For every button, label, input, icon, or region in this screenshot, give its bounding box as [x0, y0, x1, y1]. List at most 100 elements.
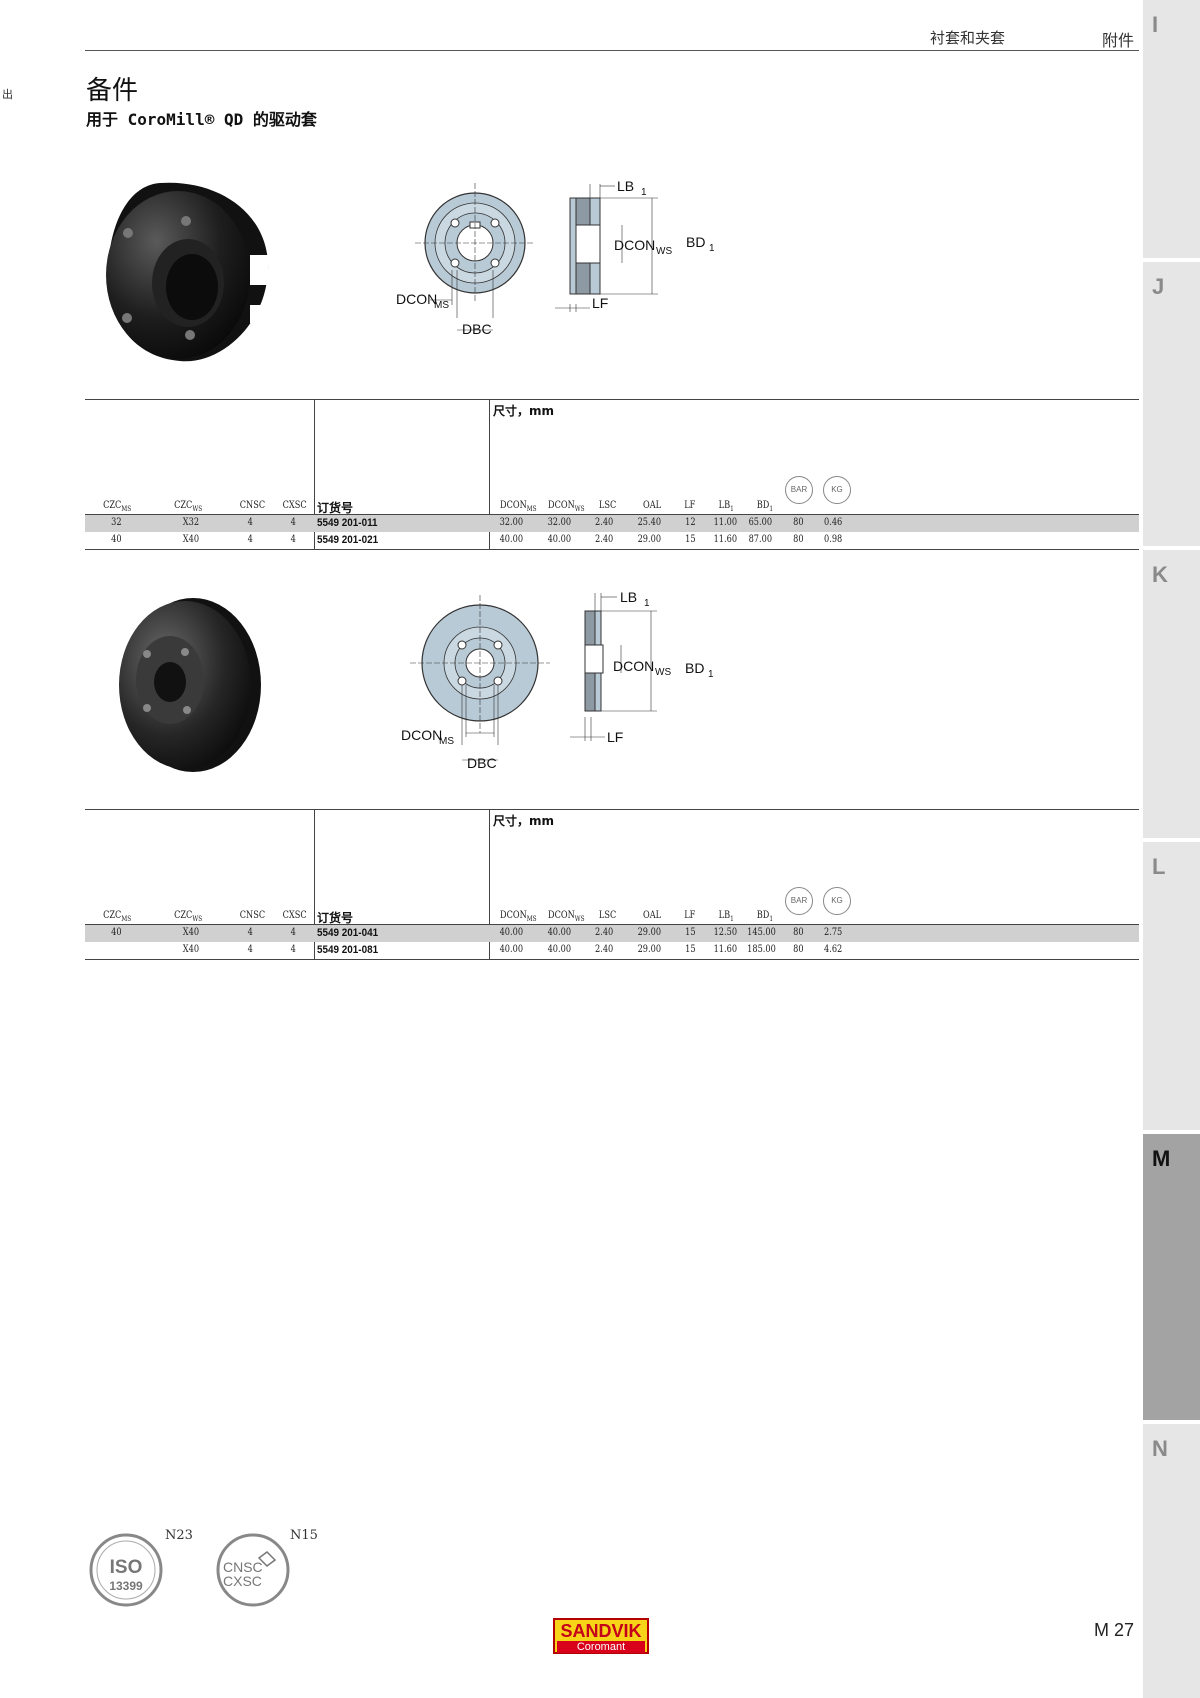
- cell-cnsc: 4: [247, 534, 253, 545]
- dimensions-title: 尺寸，mm: [493, 404, 555, 418]
- col-lsc: LSC: [598, 910, 617, 921]
- tab-label: M: [1152, 1146, 1171, 1171]
- iso-13399-icon[interactable]: ISO 13399: [88, 1528, 168, 1608]
- cell-cxsc: 4: [290, 927, 296, 938]
- dim-label-lb1: LB: [620, 589, 637, 605]
- cell-cxsc: 4: [290, 944, 296, 955]
- tab-i[interactable]: I: [1143, 0, 1200, 258]
- cnsc-label: CNSC: [223, 1559, 263, 1575]
- col-czc-ms: CZCMS: [103, 500, 132, 513]
- cell-dcon-ms: 40.00: [499, 927, 524, 938]
- dim-label-lb1: LB: [617, 178, 634, 194]
- col-lsc: LSC: [598, 500, 617, 511]
- cell-czc-ws: X40: [182, 927, 200, 938]
- dim-sub-ms: MS: [439, 736, 454, 747]
- cell-bd1: 185.00: [747, 944, 776, 955]
- table-row[interactable]: 40 X40 4 4 5549 201-041 40.00 40.00 2.40…: [85, 925, 1139, 942]
- col-czc-ws: CZCWS: [174, 910, 203, 923]
- table-row[interactable]: 32 X32 4 4 5549 201-011 32.00 32.00 2.40…: [85, 515, 1139, 532]
- col-lb1: LB1: [718, 500, 734, 513]
- col-lb1: LB1: [718, 910, 734, 923]
- cell-lb1: 12.50: [713, 927, 738, 938]
- cell-czc-ws: X40: [182, 534, 200, 545]
- col-dcon-ws: DCONWS: [548, 910, 585, 923]
- tab-m[interactable]: M: [1143, 1134, 1200, 1420]
- dim-sub-lb1: 1: [641, 187, 647, 198]
- dim-label-dcon-ms: DCON: [401, 727, 442, 743]
- dim-label-lf: LF: [592, 295, 608, 311]
- cell-cxsc: 4: [290, 517, 296, 528]
- dim-label-bd1: BD: [686, 234, 705, 250]
- dim-sub-bd1: 1: [708, 669, 714, 680]
- dim-label-dbc: DBC: [462, 321, 492, 337]
- cell-lsc: 2.40: [595, 517, 614, 528]
- drive-sleeve-photo-1: [106, 182, 269, 362]
- chapter-title: 附件: [1102, 31, 1135, 50]
- tab-label: J: [1152, 274, 1165, 299]
- cell-czc-ws: X32: [182, 517, 200, 528]
- side-margin-glyph: 出: [2, 88, 13, 101]
- table-row[interactable]: X40 4 4 5549 201-081 40.00 40.00 2.40 29…: [85, 942, 1139, 959]
- tab-k[interactable]: K: [1143, 550, 1200, 838]
- col-cnsc: CNSC: [239, 500, 266, 511]
- cell-lf: 12: [685, 517, 696, 528]
- page-number: M 27: [1094, 1620, 1135, 1640]
- cell-dcon-ws: 40.00: [547, 927, 572, 938]
- cell-cnsc: 4: [247, 517, 253, 528]
- cell-czc-ms: 32: [111, 517, 122, 528]
- cell-lb1: 11.60: [713, 944, 738, 955]
- cell-lf: 15: [685, 534, 696, 545]
- col-cxsc: CXSC: [282, 500, 307, 511]
- kg-badge: KG: [823, 476, 851, 504]
- table-row[interactable]: 40 X40 4 4 5549 201-021 40.00 40.00 2.40…: [85, 532, 1139, 549]
- dim-label-dbc: DBC: [467, 755, 497, 770]
- cell-bar: 80: [793, 534, 804, 545]
- col-order-no: 订货号: [317, 501, 354, 515]
- cell-bar: 80: [793, 944, 804, 955]
- cell-lsc: 2.40: [595, 927, 614, 938]
- col-cnsc: CNSC: [239, 910, 266, 921]
- drive-sleeve-photo-2: [119, 598, 261, 772]
- cell-kg: 0.98: [824, 534, 843, 545]
- cell-bd1: 65.00: [748, 517, 773, 528]
- cnsc-cxsc-icon[interactable]: CNSC CXSC: [215, 1528, 295, 1608]
- bar-badge: BAR: [785, 476, 813, 504]
- tab-j[interactable]: J: [1143, 262, 1200, 546]
- tab-l[interactable]: L: [1143, 842, 1200, 1130]
- dim-label-lf: LF: [607, 729, 623, 745]
- col-lf: LF: [684, 500, 696, 511]
- dim-label-dcon-ms: DCON: [396, 291, 437, 307]
- dim-label-dcon-ws: DCON: [613, 658, 654, 674]
- cell-lf: 15: [685, 927, 696, 938]
- col-czc-ws: CZCWS: [174, 500, 203, 513]
- cell-lsc: 2.40: [595, 944, 614, 955]
- dim-sub-lb1: 1: [644, 598, 650, 609]
- cell-order-no[interactable]: 5549 201-081: [317, 944, 379, 956]
- cell-order-no[interactable]: 5549 201-021: [317, 534, 379, 546]
- col-oal: OAL: [642, 500, 662, 511]
- cell-kg: 2.75: [824, 927, 843, 938]
- cell-order-no[interactable]: 5549 201-011: [317, 517, 378, 529]
- cell-dcon-ws: 32.00: [547, 517, 572, 528]
- section-title: 衬套和夹套: [930, 29, 1006, 47]
- col-cxsc: CXSC: [282, 910, 307, 921]
- spec-table-1: 尺寸，mm BAR KG CZCMS CZCWS CNSC CXSC 订货号 D…: [85, 399, 1139, 550]
- col-bd1: BD1: [756, 910, 774, 923]
- tab-label: I: [1152, 12, 1159, 37]
- page-subtitle: 用于 CoroMill® QD 的驱动套: [86, 110, 317, 129]
- cell-oal: 29.00: [637, 927, 662, 938]
- iso-number: 13399: [109, 1579, 143, 1593]
- cell-order-no[interactable]: 5549 201-041: [317, 927, 379, 939]
- tab-n[interactable]: N: [1143, 1424, 1200, 1698]
- col-dcon-ws: DCONWS: [548, 500, 585, 513]
- cell-cnsc: 4: [247, 944, 253, 955]
- col-dcon-ms: DCONMS: [500, 500, 537, 513]
- cell-dcon-ws: 40.00: [547, 944, 572, 955]
- cell-czc-ms: 40: [111, 534, 122, 545]
- col-order-no: 订货号: [317, 911, 354, 925]
- dim-sub-ms: MS: [434, 300, 449, 311]
- cell-oal: 25.40: [637, 517, 662, 528]
- cell-czc-ms: 40: [111, 927, 122, 938]
- dimension-drawing-2: DCON MS DBC LB 1 DCON WS BD 1 LF: [401, 589, 714, 770]
- dimension-drawing-1: DCON MS DBC LB 1 DCON WS BD 1 LF: [396, 178, 715, 337]
